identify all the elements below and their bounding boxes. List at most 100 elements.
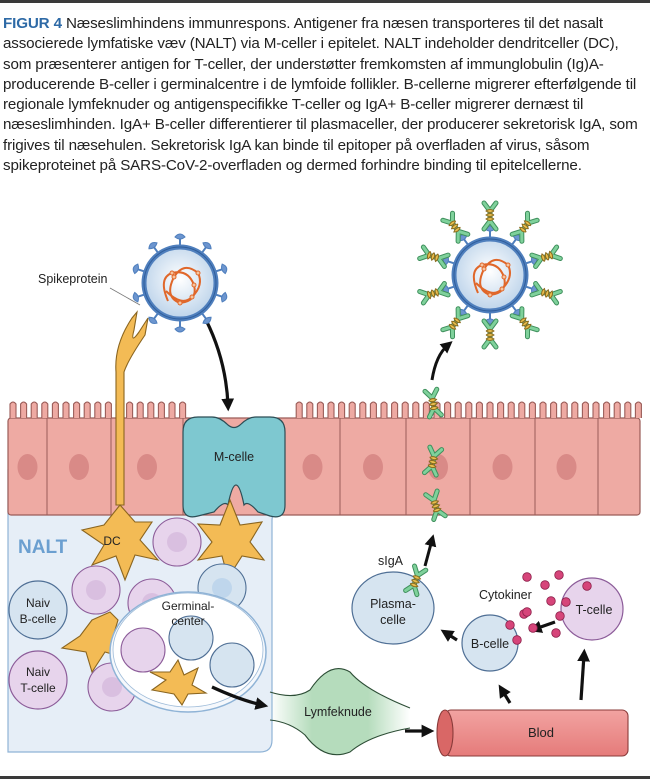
rna-bead: [191, 282, 197, 288]
bound-iga: [532, 284, 560, 303]
germinal-label-2: center: [171, 614, 204, 628]
cytokine-dot: [546, 596, 556, 606]
cell-nucleus: [302, 454, 323, 480]
bound-iga: [484, 321, 496, 347]
spike-protein: [484, 311, 496, 347]
blood-label: Blod: [528, 725, 554, 740]
bound-iga: [484, 203, 496, 229]
cytokine-dot: [554, 570, 564, 580]
rna-bead: [505, 262, 511, 268]
naive-t-cell: Naiv T-celle: [8, 650, 68, 710]
t-cell-label: T-celle: [576, 603, 613, 617]
cell-nucleus: [492, 454, 513, 480]
spike-protein: [522, 280, 560, 303]
germinal-label-1: Germinal-: [162, 599, 215, 613]
siga-label: sIgA: [378, 554, 404, 568]
cytokine-dot: [512, 635, 522, 645]
rna-bead: [501, 274, 507, 280]
antibody-shape: [420, 247, 448, 266]
dendritic-cell-dc: DC: [80, 310, 160, 582]
antibody-shape: [484, 321, 496, 347]
b-cell-label: B-celle: [471, 637, 509, 651]
bound-iga: [532, 247, 560, 266]
lymph-node: Lymfeknude: [269, 668, 411, 756]
dc-label: DC: [103, 534, 121, 548]
rna-bead: [189, 294, 195, 300]
cell-nucleus: [167, 532, 187, 552]
t-cell: T-celle: [560, 577, 624, 641]
spike-protein: [420, 247, 458, 270]
virus-envelope-outline: [143, 246, 217, 320]
figure-label: FIGUR 4: [3, 15, 62, 32]
spike-protein: [522, 247, 560, 270]
antibody-shape: [484, 203, 496, 229]
cytokine-dot: [505, 620, 515, 630]
lymph-node-label: Lymfeknude: [304, 705, 372, 719]
naive-b-cell: Naiv B-celle: [8, 580, 68, 640]
rna-bead: [169, 270, 175, 276]
naive-t-label-2: T-celle: [20, 681, 56, 695]
viral-rna: [472, 258, 511, 297]
plasma-label-2: celle: [380, 613, 406, 627]
naive-b-label-1: Naiv: [26, 596, 50, 610]
spike-knob: [174, 319, 186, 333]
cell-nucleus: [137, 454, 157, 480]
rna-bead: [479, 262, 485, 268]
arrow-t-to-b-cell: [528, 620, 556, 633]
arrow-blood-to-b-cell: [498, 684, 512, 704]
m-cell-label: M-celle: [214, 450, 254, 464]
neutralized-virus: [420, 203, 561, 347]
arrow-b-to-plasma-cell: [440, 629, 458, 642]
arrow-to-lymph-node: [211, 685, 269, 710]
rna-bead: [195, 270, 201, 276]
cytokines-label: Cytokiner: [479, 588, 532, 602]
cell-nucleus: [102, 677, 122, 697]
viral-rna: [162, 266, 201, 305]
cytokine-dot: [522, 607, 532, 617]
cytokine-dot: [551, 628, 561, 638]
nalt-label: NALT: [18, 537, 68, 558]
antibody-shape: [420, 284, 448, 303]
cell-nucleus: [17, 454, 38, 480]
sars-cov-2-virus: [130, 233, 230, 333]
virus-envelope-outline: [453, 238, 527, 312]
naive-b-label-2: B-celle: [20, 612, 57, 626]
arrow-iga-up: [423, 534, 437, 567]
spikeprotein-label: Spikeprotein: [38, 272, 108, 286]
cell-nucleus: [363, 454, 383, 480]
spike-protein: [484, 203, 496, 239]
spikeprotein-pointer: [109, 287, 141, 306]
rna-bead: [481, 266, 487, 272]
cytokines: [505, 570, 592, 645]
rna-bead: [499, 286, 505, 292]
blood-vessel: Blod: [436, 709, 629, 757]
naive-t-label-1: Naiv: [26, 665, 50, 679]
bound-iga: [420, 284, 448, 303]
cell-nucleus: [212, 578, 232, 598]
cytokine-dot: [528, 623, 538, 633]
immune-response-diagram: NALT M-celle DC Naiv B-celle Naiv T-cell…: [7, 195, 642, 757]
figure-caption: FIGUR 4 Næseslimhindens immunrespons. An…: [3, 14, 648, 176]
antibody-shape: [532, 247, 560, 266]
arrow-virus-to-m-cell: [204, 319, 235, 412]
spike-protein: [174, 233, 186, 247]
bound-iga: [420, 247, 448, 266]
cytokine-dot: [555, 611, 565, 621]
rna-bead: [487, 292, 493, 298]
cytokine-dot: [561, 597, 571, 607]
plasma-cell: Plasma- celle: [351, 571, 435, 645]
cell-nucleus: [86, 580, 106, 600]
germinal-center: Germinal- center: [109, 591, 267, 713]
cytokine-dot: [540, 580, 550, 590]
epithelium: [7, 401, 642, 516]
b-cell: B-celle: [461, 614, 519, 672]
dendritic-cell: [60, 611, 128, 674]
cell-nucleus: [69, 454, 89, 480]
bottom-rule: [0, 776, 650, 779]
spike-knob: [174, 233, 186, 247]
top-rule: [0, 0, 650, 3]
caption-text: Næseslimhindens immunrespons. Antigener …: [3, 15, 638, 175]
cytokine-dot: [582, 581, 592, 591]
spike-protein: [174, 319, 186, 333]
rna-bead: [171, 274, 177, 280]
